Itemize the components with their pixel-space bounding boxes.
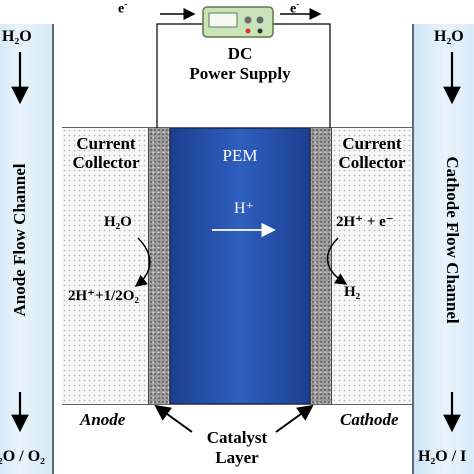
cathode-reactant: 2H⁺ + e⁻ (336, 214, 394, 230)
anode-inlet-label: H₂O (2, 28, 32, 45)
anode-product: 2H⁺+1/2O₂ (68, 288, 139, 304)
electron-label-right: e- (290, 0, 300, 17)
power-supply-icon (202, 6, 274, 38)
proton-exchange-membrane (170, 128, 310, 404)
anode-reactant: H₂O (104, 214, 132, 230)
cathode-product: H₂ (344, 284, 361, 300)
catalyst-layer-label: Catalyst Layer (206, 428, 268, 467)
cathode-flow-channel (412, 24, 474, 474)
cathode-inlet-label: H₂O (434, 28, 464, 45)
cathode-outlet-label: H₂O / I (418, 448, 467, 465)
proton-label: H⁺ (234, 200, 254, 217)
catalyst-pointer-right (275, 404, 314, 433)
electron-label-left: e- (118, 0, 128, 17)
anode-reaction-arrow (134, 237, 151, 287)
cathode-reaction-arrow (326, 237, 348, 285)
cathode-label: Cathode (340, 410, 399, 429)
right-collector-label: Current Collector (338, 134, 406, 172)
anode-catalyst-layer (148, 128, 170, 404)
cathode-current-collector (332, 128, 412, 404)
anode-label: Anode (80, 410, 126, 429)
power-supply-label: DC Power Supply (189, 44, 291, 83)
anode-current-collector (62, 128, 148, 404)
pem-label: PEM (222, 146, 258, 165)
cathode-catalyst-layer (310, 128, 332, 404)
anode-outlet-label: ₂O / O₂ (0, 448, 45, 465)
catalyst-pointer-left (154, 404, 193, 433)
left-collector-label: Current Collector (72, 134, 140, 172)
